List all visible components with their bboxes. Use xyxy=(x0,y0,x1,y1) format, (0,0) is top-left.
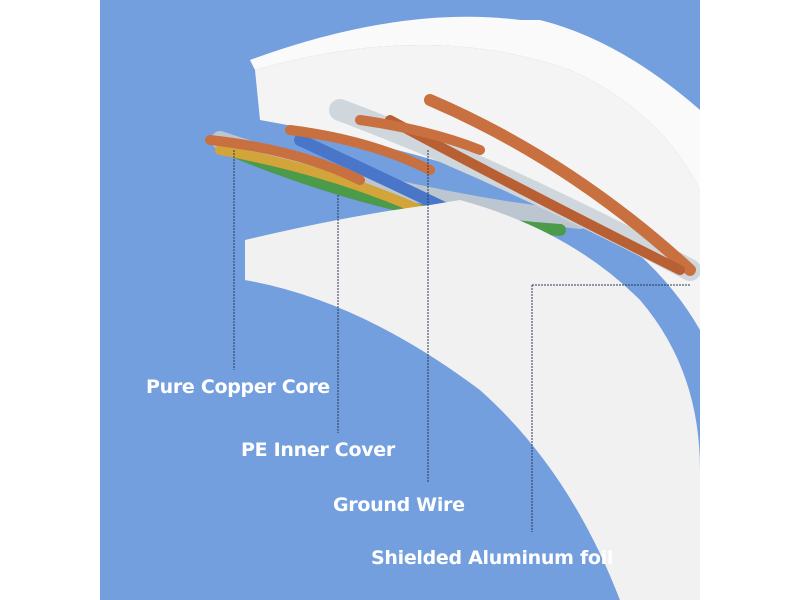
label-shielded-aluminum-foil: Shielded Aluminum foil xyxy=(371,547,614,569)
leader-lines xyxy=(233,150,690,532)
label-pure-copper-core: Pure Copper Core xyxy=(146,376,330,398)
product-image-panel: Pure Copper Core PE Inner Cover Ground W… xyxy=(100,0,700,600)
label-ground-wire: Ground Wire xyxy=(333,494,465,516)
flat-cable-illustration xyxy=(205,16,700,600)
cable-front-jacket xyxy=(245,200,700,600)
label-pe-inner-cover: PE Inner Cover xyxy=(241,439,395,461)
